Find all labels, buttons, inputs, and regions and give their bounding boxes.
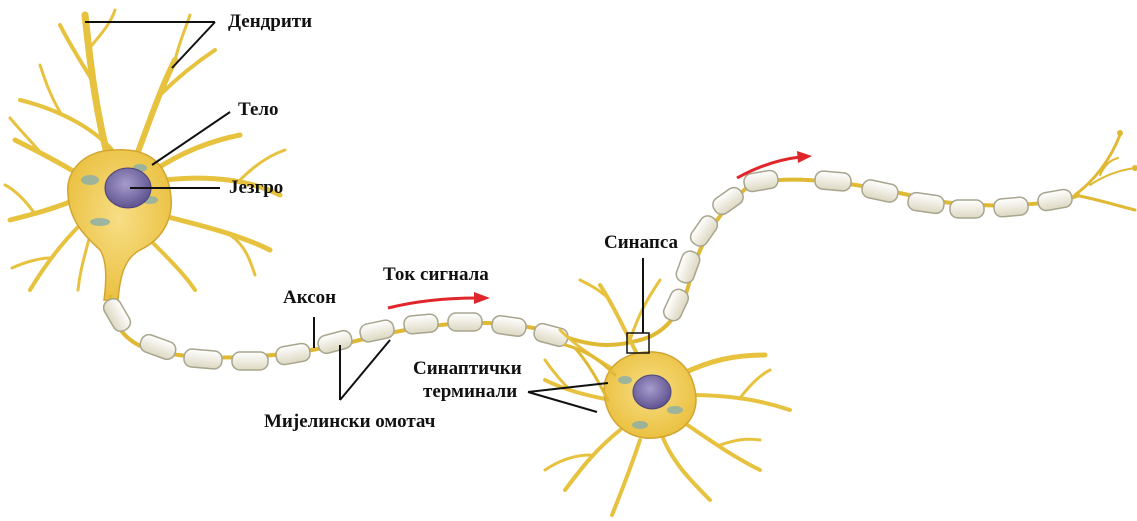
axon-terminal <box>1075 135 1135 210</box>
label-axon: Аксон <box>283 287 336 309</box>
label-synapse: Синапса <box>604 232 678 254</box>
label-nucleus: Језгро <box>229 177 283 199</box>
terminal-bulb <box>1117 130 1123 136</box>
label-synaptic-terminals-2: терминали <box>423 381 517 403</box>
terminal-bulb <box>1132 165 1137 171</box>
signal-arrow-1 <box>388 292 490 308</box>
label-body: Тело <box>238 99 279 121</box>
label-synaptic-terminals-1: Синаптички <box>413 358 522 380</box>
myelin-segments <box>101 169 1074 370</box>
label-dendrites: Дендрити <box>228 11 312 33</box>
right-nucleus <box>633 375 671 409</box>
label-myelin-sheath: Мијелински омотач <box>264 411 435 433</box>
label-signal-flow: Ток сигнала <box>383 264 489 286</box>
